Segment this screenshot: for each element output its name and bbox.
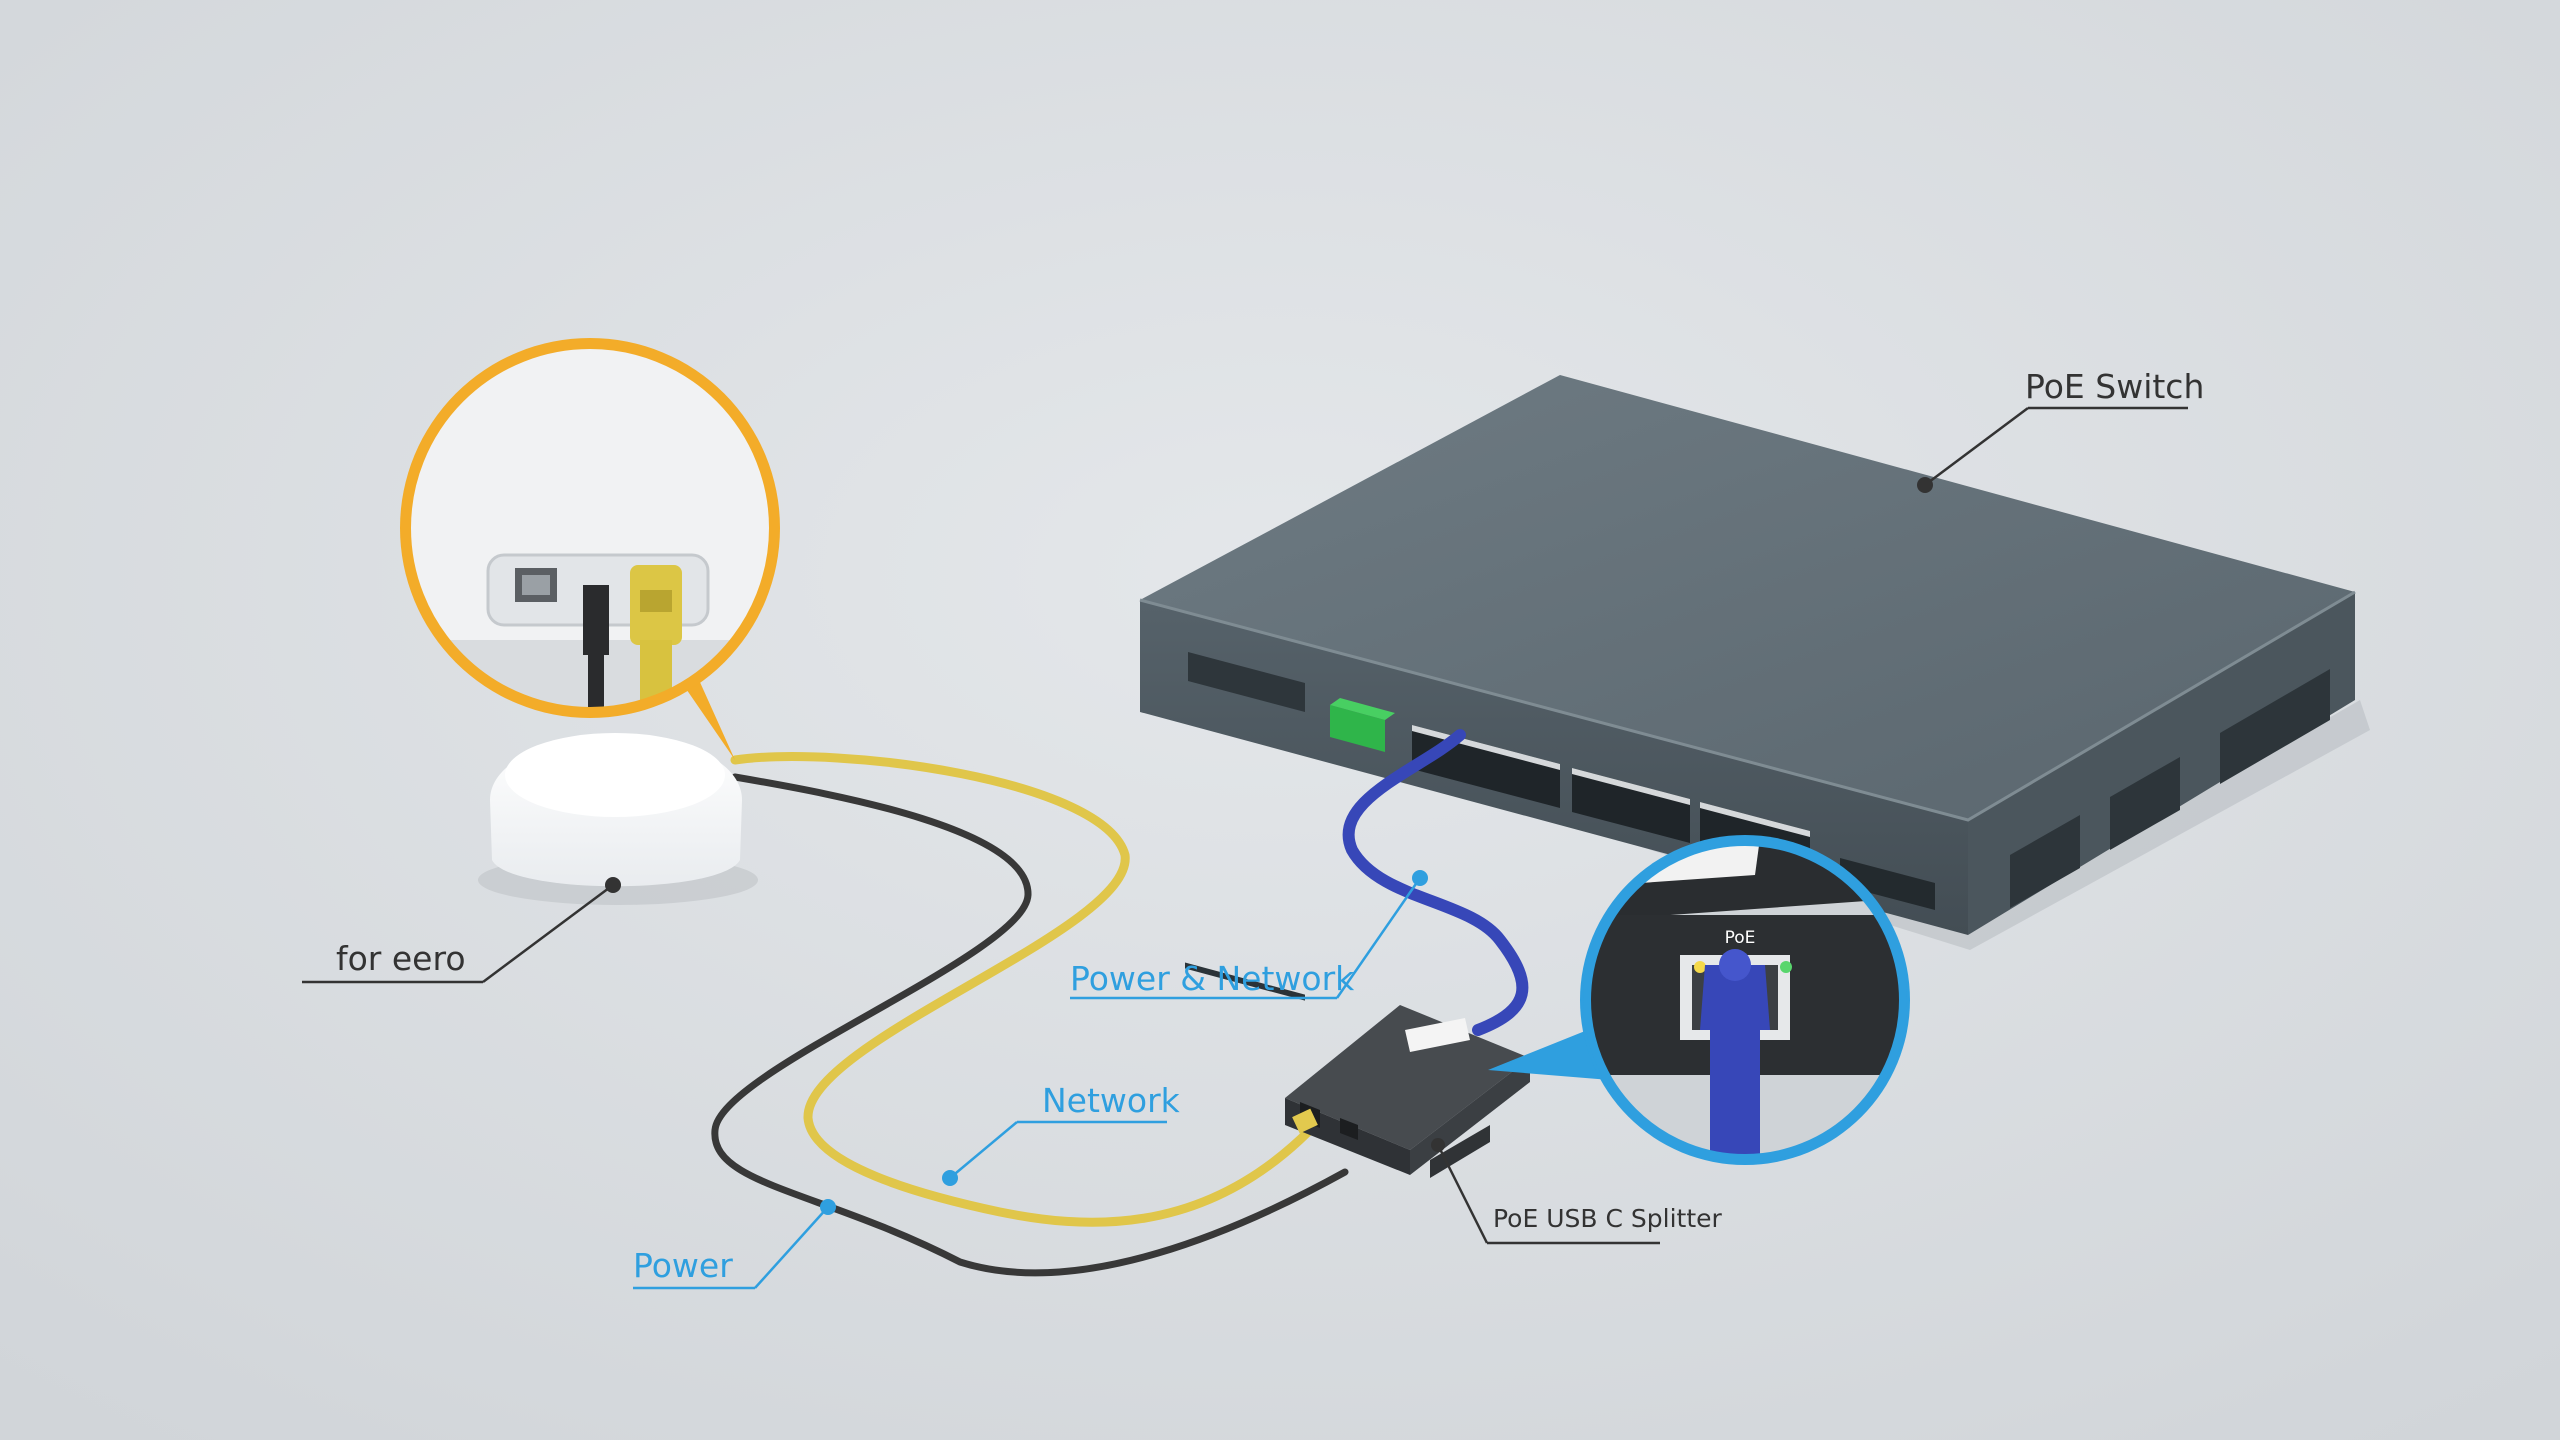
leader-poe-switch — [1917, 406, 2188, 493]
label-splitter: PoE USB C Splitter — [1493, 1204, 1723, 1233]
power-terminal — [1330, 698, 1395, 752]
eero-ports-callout — [400, 338, 780, 760]
splitter-port-callout: PoE — [1488, 835, 1910, 1165]
front-vent — [1188, 652, 1305, 712]
sfp-ports — [1840, 858, 1935, 910]
blue-cable — [1342, 729, 1529, 1036]
leader-splitter — [1431, 1138, 1660, 1245]
side-vent — [2010, 669, 2330, 908]
label-poe-switch: PoE Switch — [2025, 367, 2204, 406]
leader-power — [633, 1199, 836, 1290]
label-for-eero: for eero — [336, 939, 466, 978]
leader-power-network — [1070, 870, 1428, 1000]
label-power: Power — [633, 1246, 733, 1285]
leader-network — [942, 1120, 1167, 1186]
yellow-cable — [730, 752, 1315, 1227]
leader-for-eero — [302, 877, 621, 984]
black-cable — [711, 773, 1349, 1277]
callout-poe-port-label: PoE — [1725, 928, 1756, 948]
eero-device — [478, 733, 758, 905]
label-network: Network — [1042, 1081, 1181, 1120]
poe-usb-c-splitter — [1285, 1005, 1530, 1178]
label-power-network: Power & Network — [1070, 959, 1355, 998]
